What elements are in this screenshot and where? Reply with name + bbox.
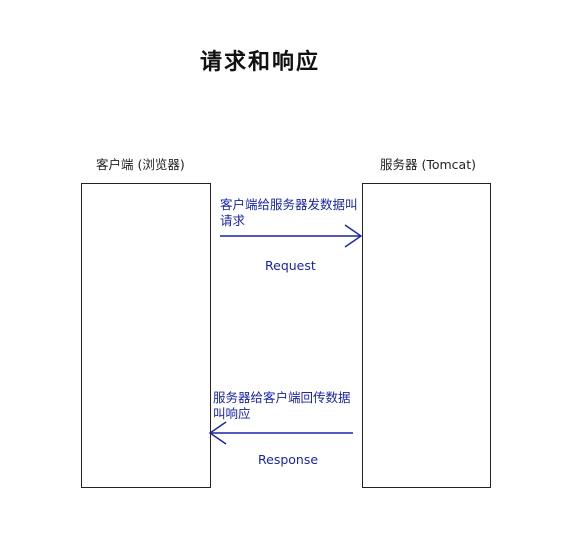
server-box [362,183,491,488]
client-label: 客户端 (浏览器) [96,157,185,172]
response-arrow [208,421,353,445]
request-annotation: 客户端给服务器发数据叫请求 [220,197,358,228]
client-box [81,183,211,488]
response-annotation: 服务器给客户端回传数据叫响应 [213,390,351,421]
request-label: Request [265,258,316,273]
diagram-title: 请求和响应 [199,49,320,75]
response-label: Response [258,452,319,467]
server-label: 服务器 (Tomcat) [380,157,476,172]
